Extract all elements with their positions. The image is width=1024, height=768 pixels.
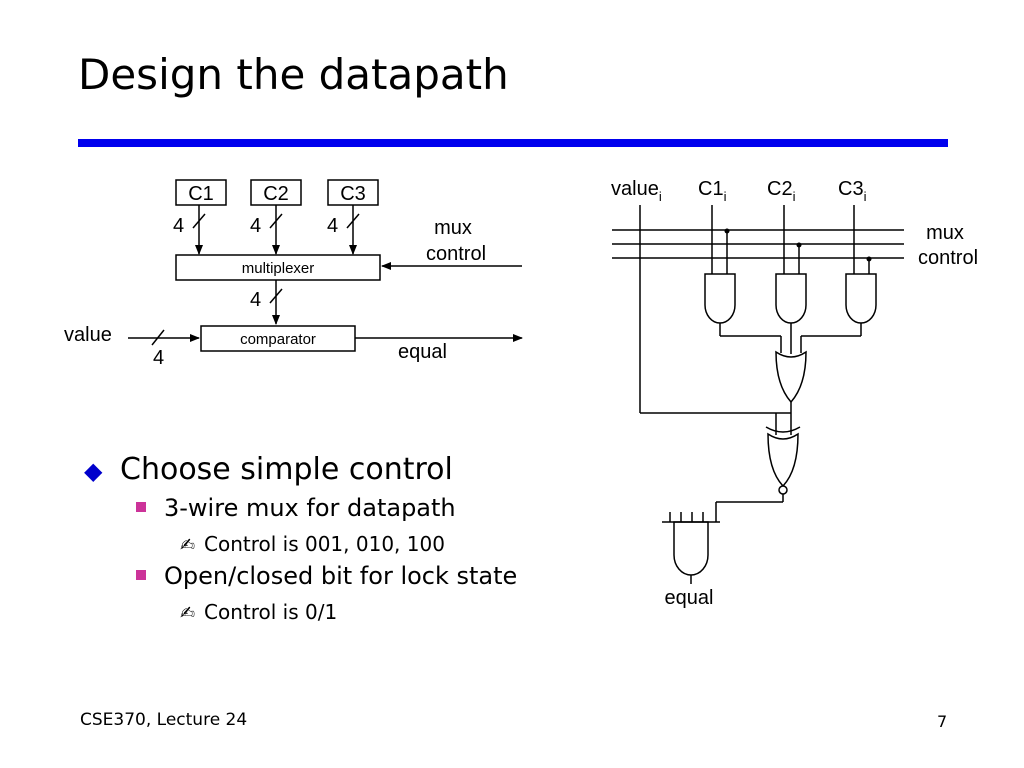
bullet-item: ✍Control is 0/1 (180, 600, 338, 624)
input-c1-sub: i (724, 189, 727, 204)
equal-label-left: equal (398, 341, 447, 363)
input-c2-label: C2 (767, 178, 793, 200)
comparator-label: comparator (240, 331, 316, 348)
footer-course: CSE370, Lecture 24 (80, 710, 248, 730)
svg-text:valuei: valuei (611, 178, 662, 204)
footer-page-number: 7 (937, 712, 948, 731)
input-c1-label: C1 (698, 178, 724, 200)
diamond-bullet-icon: ◆ (84, 457, 103, 485)
svg-text:C1i: C1i (698, 178, 727, 204)
register-c2-label: C2 (263, 183, 289, 205)
input-c3-sub: i (864, 189, 867, 204)
value-width: 4 (153, 347, 164, 369)
register-c1-box (175, 179, 227, 206)
input-value-sub: i (659, 189, 662, 204)
or-gate (775, 350, 807, 404)
bullet-item: ✍Control is 001, 010, 100 (180, 532, 445, 556)
slide-title: Design the datapath (78, 50, 509, 99)
register-c1-label: C1 (188, 183, 214, 205)
left-diagram (128, 179, 523, 352)
xnor-bubble (778, 485, 788, 495)
junction-dots (724, 228, 872, 262)
bus-width-c1: 4 (173, 215, 184, 237)
svg-text:C3i: C3i (838, 178, 867, 204)
xnor-back-arc (765, 426, 801, 433)
writing-hand-icon: ✍ (180, 535, 196, 556)
right-diagram-text: valuei C1i C2i C3i mux control equal (611, 178, 978, 609)
multiplexer-box (175, 254, 381, 281)
value-label: value (64, 324, 112, 346)
and-gate-1 (704, 273, 736, 324)
mux-control-label-line2: control (426, 243, 486, 265)
bullet-item: 3-wire mux for datapath (136, 494, 456, 522)
register-c3-label: C3 (340, 183, 366, 205)
bullet-item: ◆Choose simple control (84, 452, 453, 487)
mid-bus-width: 4 (250, 289, 261, 311)
input-value-label: value (611, 178, 659, 200)
bus-width-c2: 4 (250, 215, 261, 237)
bullet-item: Open/closed bit for lock state (136, 562, 517, 590)
right-mux-control-line1: mux (926, 222, 964, 244)
and-gate-3 (845, 273, 877, 324)
and-gate-2 (775, 273, 807, 324)
writing-hand-icon: ✍ (180, 603, 196, 624)
bus-width-c3: 4 (327, 215, 338, 237)
equal-label-right: equal (665, 587, 714, 609)
square-bullet-icon (136, 502, 146, 512)
title-rule (78, 139, 948, 147)
multiplexer-label: multiplexer (242, 260, 315, 277)
mux-control-label-line1: mux (434, 217, 472, 239)
input-c2-sub: i (793, 189, 796, 204)
xnor-gate (767, 432, 799, 488)
input-c3-label: C3 (838, 178, 864, 200)
svg-text:C2i: C2i (767, 178, 796, 204)
right-diagram (612, 205, 904, 584)
final-and-gate (673, 521, 709, 576)
square-bullet-icon (136, 570, 146, 580)
right-mux-control-line2: control (918, 247, 978, 269)
left-diagram-text: C1 C2 C3 4 4 4 mux control 4 value 4 equ… (64, 183, 486, 369)
